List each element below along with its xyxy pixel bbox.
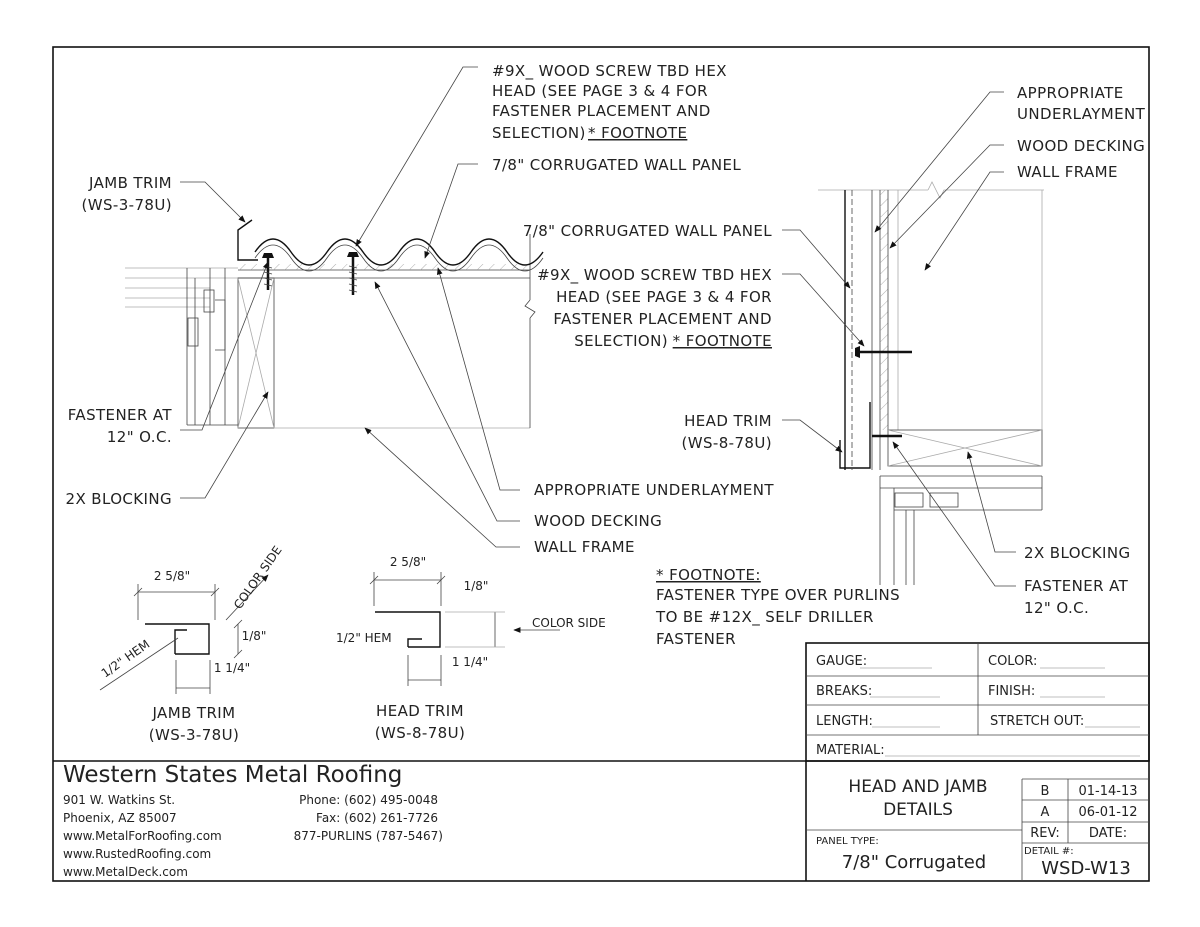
title-line-1: HEAD AND JAMB bbox=[848, 777, 987, 797]
title-block: HEAD AND JAMB DETAILS PANEL TYPE: 7/8" C… bbox=[805, 761, 1149, 881]
fastener-at-label-left: FASTENER AT bbox=[68, 406, 173, 424]
sheet-border bbox=[52, 46, 1150, 882]
length-label: LENGTH: bbox=[816, 714, 873, 729]
screw-note-line-2: HEAD (SEE PAGE 3 & 4 FOR bbox=[492, 82, 708, 100]
window-frame-right bbox=[879, 475, 1043, 585]
jamb-trim-profile: 2 5/8" 1/8" 1 1/4" 1/2" HEM COLOR SIDE J… bbox=[99, 543, 285, 744]
panel-type-label: PANEL TYPE: bbox=[816, 836, 879, 847]
company-name: Western States Metal Roofing bbox=[63, 762, 402, 788]
revision-b-code: B bbox=[1041, 784, 1050, 799]
revision-b-date: 01-14-13 bbox=[1078, 784, 1137, 799]
jamb-trim-code-label: (WS-3-78U) bbox=[82, 196, 173, 214]
detail-number-label: DETAIL #: bbox=[1024, 846, 1074, 857]
fastener-spacing-label-right: 12" O.C. bbox=[1024, 599, 1089, 617]
color-label: COLOR: bbox=[988, 654, 1037, 669]
panel-label-right: 7/8" CORRUGATED WALL PANEL bbox=[523, 222, 772, 240]
decking-label-right: WOOD DECKING bbox=[1017, 137, 1145, 155]
head-profile-color-side: COLOR SIDE bbox=[532, 616, 606, 630]
jamb-trim-section bbox=[237, 219, 258, 261]
material-label: MATERIAL: bbox=[816, 743, 885, 758]
head-profile-hem: 1/2" HEM bbox=[336, 631, 392, 645]
head-trim-section bbox=[839, 402, 871, 469]
company-web-1: www.MetalForRoofing.com bbox=[63, 829, 222, 843]
screw-note-right-4: SELECTION) bbox=[574, 332, 668, 350]
footnote-ref-left: * FOOTNOTE bbox=[588, 124, 687, 142]
company-address-2: Phoenix, AZ 85007 bbox=[63, 811, 177, 825]
footnote-title: * FOOTNOTE: bbox=[656, 566, 761, 584]
footnote-line-1: FASTENER TYPE OVER PURLINS bbox=[656, 586, 900, 604]
company-tollfree: 877-PURLINS (787-5467) bbox=[294, 829, 443, 843]
screw-note-line-4: SELECTION) bbox=[492, 124, 586, 142]
revision-a-code: A bbox=[1041, 805, 1050, 820]
head-section-detail: APPROPRIATE UNDERLAYMENT WOOD DECKING WA… bbox=[523, 84, 1146, 617]
gauge-label: GAUGE: bbox=[816, 654, 867, 669]
head-trim-profile: 2 5/8" 1/8" 1 1/4" 1/2" HEM COLOR SIDE H… bbox=[336, 555, 606, 742]
footnote-block: * FOOTNOTE: FASTENER TYPE OVER PURLINS T… bbox=[655, 566, 900, 648]
revision-a-date: 06-01-12 bbox=[1078, 805, 1137, 820]
leaders-right bbox=[782, 91, 1016, 587]
company-web-3: www.MetalDeck.com bbox=[63, 865, 188, 879]
company-block: Western States Metal Roofing 901 W. Watk… bbox=[53, 760, 1149, 879]
head-profile-depth: 1/8" bbox=[464, 579, 489, 593]
window-frame-left bbox=[125, 267, 238, 426]
underlayment-label-left: APPROPRIATE UNDERLAYMENT bbox=[534, 481, 774, 499]
jamb-profile-name: JAMB TRIM bbox=[152, 704, 236, 722]
jamb-profile-color-side: COLOR SIDE bbox=[231, 543, 285, 611]
jamb-profile-code: (WS-3-78U) bbox=[149, 726, 240, 744]
frame-label-left: WALL FRAME bbox=[534, 538, 635, 556]
leaders-left bbox=[180, 66, 520, 548]
head-profile-code: (WS-8-78U) bbox=[375, 724, 466, 742]
underlayment-label-right-1: APPROPRIATE bbox=[1017, 84, 1124, 102]
blocking-label-right: 2X BLOCKING bbox=[1024, 544, 1131, 562]
head-profile-name: HEAD TRIM bbox=[376, 702, 464, 720]
blocking-label-left: 2X BLOCKING bbox=[66, 490, 173, 508]
footnote-line-3: FASTENER bbox=[656, 630, 736, 648]
screw-note-right-3: FASTENER PLACEMENT AND bbox=[553, 310, 772, 328]
screw-note-line-3: FASTENER PLACEMENT AND bbox=[492, 102, 711, 120]
head-trim-code-label: (WS-8-78U) bbox=[682, 434, 773, 452]
jamb-trim-label: JAMB TRIM bbox=[88, 174, 172, 192]
screw-note-right-1: #9X_ WOOD SCREW TBD HEX bbox=[537, 266, 772, 285]
blocking-right bbox=[887, 429, 1043, 467]
jamb-profile-width: 2 5/8" bbox=[154, 569, 190, 583]
underlayment-label-right-2: UNDERLAYMENT bbox=[1017, 105, 1146, 123]
company-phone: Phone: (602) 495-0048 bbox=[299, 793, 438, 807]
date-header: DATE: bbox=[1089, 826, 1127, 841]
fastener-spacing-label-left: 12" O.C. bbox=[107, 428, 172, 446]
company-address-1: 901 W. Watkins St. bbox=[63, 793, 175, 807]
jamb-section-detail: #9X_ WOOD SCREW TBD HEX HEAD (SEE PAGE 3… bbox=[66, 62, 775, 556]
rev-header: REV: bbox=[1030, 826, 1059, 841]
company-web-2: www.RustedRoofing.com bbox=[63, 847, 211, 861]
head-profile-leg: 1 1/4" bbox=[452, 655, 488, 669]
jamb-profile-depth: 1/8" bbox=[242, 629, 267, 643]
screw-right-1 bbox=[855, 346, 912, 358]
finish-label: FINISH: bbox=[988, 684, 1035, 699]
breaks-label: BREAKS: bbox=[816, 684, 872, 699]
detail-number-value: WSD-W13 bbox=[1041, 858, 1131, 879]
spec-block: GAUGE: COLOR: BREAKS: FINISH: LENGTH: ST… bbox=[805, 642, 1150, 762]
frame-label-right: WALL FRAME bbox=[1017, 163, 1118, 181]
footnote-ref-right: * FOOTNOTE bbox=[673, 332, 772, 350]
screw-note-right-2: HEAD (SEE PAGE 3 & 4 FOR bbox=[556, 288, 772, 306]
head-trim-label: HEAD TRIM bbox=[684, 412, 772, 430]
wall-assembly-left bbox=[238, 234, 544, 429]
decking-label-left: WOOD DECKING bbox=[534, 512, 662, 530]
screw-note-line-1: #9X_ WOOD SCREW TBD HEX bbox=[492, 62, 727, 81]
fastener-at-label-right: FASTENER AT bbox=[1024, 577, 1129, 595]
head-profile-width: 2 5/8" bbox=[390, 555, 426, 569]
footnote-line-2: TO BE #12X_ SELF DRILLER bbox=[655, 608, 874, 627]
panel-type-value: 7/8" Corrugated bbox=[842, 852, 986, 873]
company-fax: Fax: (602) 261-7726 bbox=[316, 811, 438, 825]
blocking-left bbox=[237, 277, 275, 429]
jamb-profile-leg: 1 1/4" bbox=[214, 661, 250, 675]
panel-label-left: 7/8" CORRUGATED WALL PANEL bbox=[492, 156, 741, 174]
jamb-profile-hem: 1/2" HEM bbox=[99, 637, 153, 680]
screw-left-2 bbox=[347, 252, 359, 295]
wall-assembly-right bbox=[818, 181, 1044, 470]
title-line-2: DETAILS bbox=[883, 800, 953, 820]
stretch-out-label: STRETCH OUT: bbox=[990, 714, 1084, 729]
